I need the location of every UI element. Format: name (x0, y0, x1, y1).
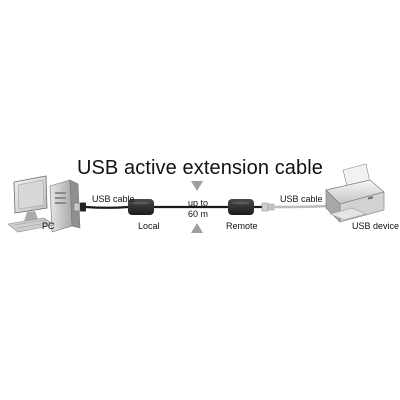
printer-icon (325, 163, 385, 223)
usb-device-label: USB device (352, 221, 400, 231)
remote-label: Remote (226, 221, 258, 231)
remote-extender-icon (228, 199, 254, 215)
usb-plug-left-icon (73, 202, 86, 212)
usb-cable-right-light-line (273, 204, 327, 209)
distance-line-2: 60 m (187, 209, 208, 219)
arrow-up-icon (191, 223, 203, 233)
distance-label: up to 60 m (180, 198, 216, 220)
pc-icon (7, 175, 81, 233)
local-extender-icon (128, 199, 154, 215)
usb-plug-right-icon (261, 202, 275, 212)
usb-cable-right-label: USB cable (280, 194, 323, 204)
local-label: Local (138, 221, 160, 231)
diagram-title: USB active extension cable (76, 157, 324, 179)
arrow-down-icon (191, 181, 203, 191)
usb-cable-left-line (85, 205, 129, 209)
pc-label: PC (42, 221, 55, 231)
distance-line-1: up to (187, 198, 209, 208)
usb-cable-left-label: USB cable (92, 194, 135, 204)
